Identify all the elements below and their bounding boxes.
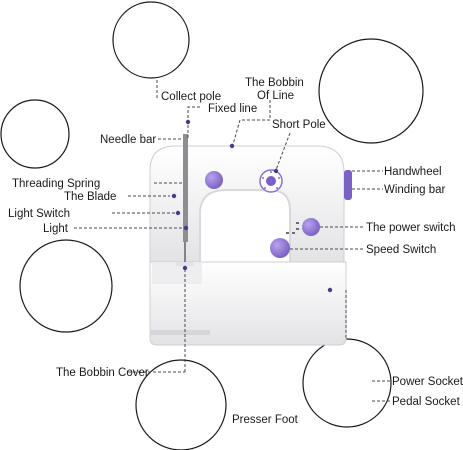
callout-sockets: DC 6V/9V FOOT PEDAL xyxy=(302,338,392,428)
label-the-blade: The Blade xyxy=(64,191,116,203)
label-needle-bar: Needle bar xyxy=(100,134,156,146)
label-light: Light xyxy=(43,223,69,235)
label-bobbin-line-2: Of Line xyxy=(257,90,294,102)
leader-dots xyxy=(171,119,333,293)
label-light-switch: Light Switch xyxy=(8,208,70,220)
leader-short-pole xyxy=(275,132,291,171)
label-short-pole: Short Pole xyxy=(272,119,326,131)
label-winding-bar: Winding bar xyxy=(384,184,446,196)
callout-presser-foot xyxy=(135,359,227,450)
label-handwheel: Handwheel xyxy=(384,166,442,178)
label-bobbin-line-1: The Bobbin xyxy=(245,77,304,89)
label-power-socket: Power Socket xyxy=(392,376,463,388)
label-bobbin-cover: The Bobbin Cover xyxy=(56,367,149,379)
label-collect-pole: Collect pole xyxy=(161,91,221,103)
needle-bar xyxy=(183,134,188,242)
callout-threading-spring xyxy=(0,99,70,169)
speed-switch xyxy=(270,238,290,258)
power-switch xyxy=(302,218,320,236)
callout-handwheel xyxy=(318,38,424,144)
label-presser-foot: Presser Foot xyxy=(232,414,299,426)
machine-arm xyxy=(149,145,345,263)
labels: Collect pole Fixed line The Bobbin Of Li… xyxy=(8,77,463,426)
label-power-switch: The power switch xyxy=(366,222,455,234)
leader-fixed-line xyxy=(187,106,200,140)
label-fixed-line: Fixed line xyxy=(208,103,257,115)
thread-tension-knob xyxy=(205,171,223,189)
sewing-machine xyxy=(149,134,352,346)
leader-bobbin-line xyxy=(231,100,271,149)
callout-collect-pole xyxy=(112,1,190,79)
leader-lines xyxy=(74,80,392,402)
label-speed-switch: Speed Switch xyxy=(366,244,436,256)
label-threading-spring: Threading Spring xyxy=(12,178,100,190)
bobbin-cover-plate xyxy=(150,330,210,335)
callout-light-switch xyxy=(19,239,113,333)
handwheel xyxy=(344,170,352,200)
label-pedal-socket: Pedal Socket xyxy=(392,396,461,408)
